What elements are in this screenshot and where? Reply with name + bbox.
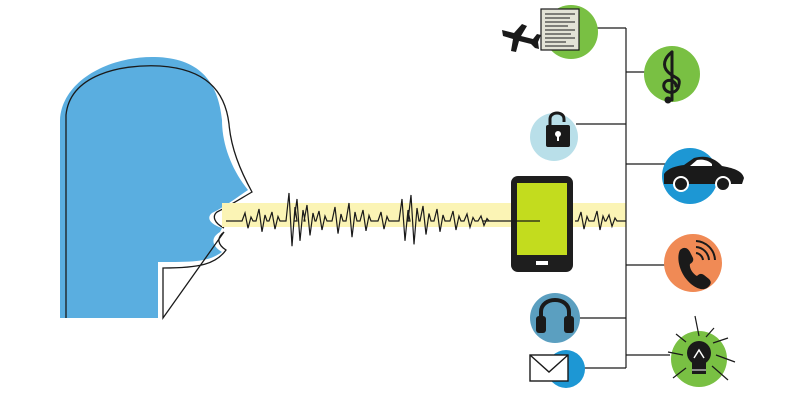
car-icon [664,156,744,192]
phone-call-icon [678,240,716,290]
head-silhouette [60,56,248,318]
smartphone-home-button [536,261,548,265]
unlock-icon [546,111,570,147]
head-outline [65,65,253,321]
connector-tree [576,27,670,369]
lightbulb-icon [667,315,736,381]
airplane-mode-icon [502,8,580,52]
smartphone [483,176,573,272]
speaking-head [60,56,253,321]
circle-phone-call [664,234,722,292]
headphones-icon [536,298,574,333]
smartphone-screen [517,183,567,255]
music-note-icon [662,50,681,104]
waveform-line [226,192,626,247]
email-icon [529,354,569,382]
